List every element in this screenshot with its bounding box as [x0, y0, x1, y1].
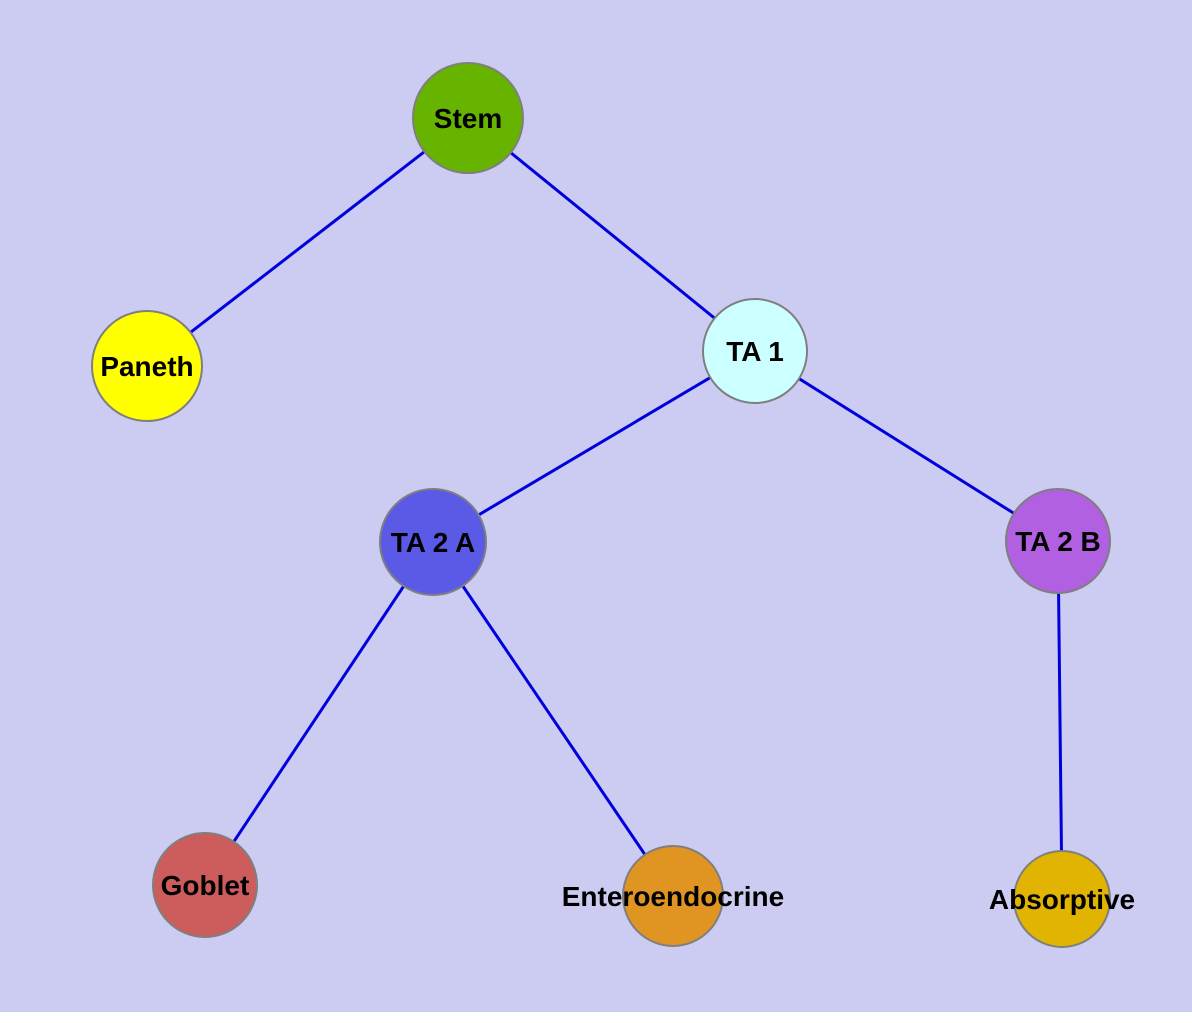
- node-circle-ta2a[interactable]: [379, 488, 487, 596]
- edge-ta2a-enteroendocrine: [431, 541, 675, 897]
- node-goblet[interactable]: Goblet: [152, 832, 258, 938]
- edge-ta2b-absorptive: [1056, 540, 1064, 900]
- node-circle-enteroendocrine[interactable]: [622, 845, 724, 947]
- node-circle-ta2b[interactable]: [1005, 488, 1111, 594]
- node-ta2a[interactable]: TA 2 A: [379, 488, 487, 596]
- node-ta2b[interactable]: TA 2 B: [1005, 488, 1111, 594]
- node-circle-ta1[interactable]: [702, 298, 808, 404]
- node-circle-paneth[interactable]: [91, 310, 203, 422]
- edge-ta1-ta2a: [432, 349, 756, 544]
- node-stem[interactable]: Stem: [412, 62, 524, 174]
- node-ta1[interactable]: TA 1: [702, 298, 808, 404]
- node-circle-stem[interactable]: [412, 62, 524, 174]
- edge-stem-paneth: [146, 116, 469, 368]
- node-paneth[interactable]: Paneth: [91, 310, 203, 422]
- edge-stem-ta1: [467, 116, 756, 353]
- node-circle-goblet[interactable]: [152, 832, 258, 938]
- edge-ta1-ta2b: [754, 349, 1059, 543]
- edge-ta2a-goblet: [203, 541, 435, 886]
- edges-layer: [146, 116, 1064, 900]
- node-circle-absorptive[interactable]: [1013, 850, 1111, 948]
